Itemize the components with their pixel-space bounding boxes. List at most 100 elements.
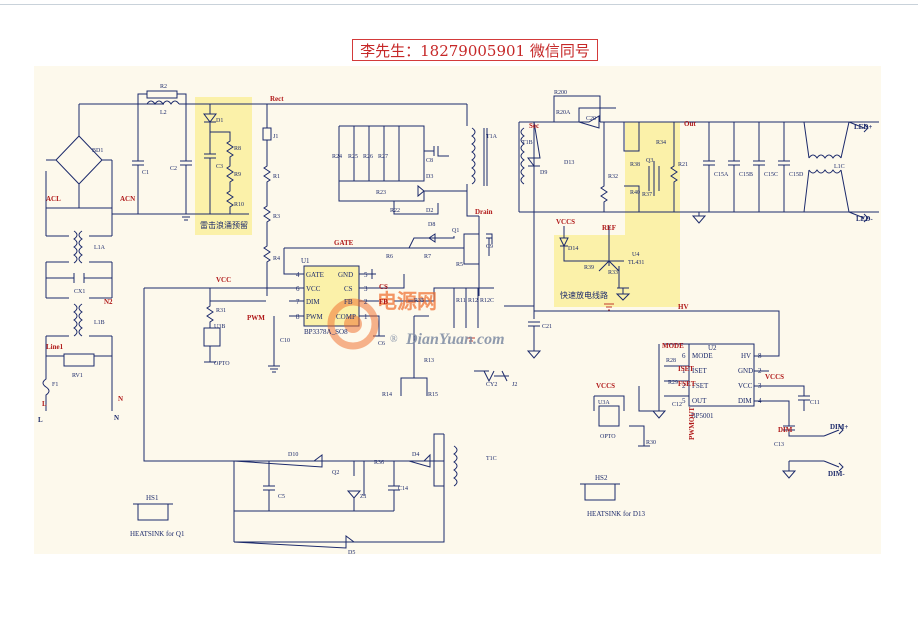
surge-highlight-region	[195, 97, 252, 235]
net-vcc: VCC	[216, 276, 231, 284]
u2-pin-dim: DIM	[738, 397, 752, 405]
schematic-sheet: 电源网 DianYuan.com ® U1 GATE VCC DIM PWM G…	[34, 66, 881, 556]
label-c14: C14	[398, 486, 408, 492]
label-r24: R24	[332, 154, 342, 160]
label-f1: F1	[52, 382, 58, 388]
label-r36: R36	[374, 460, 384, 466]
label-j2: J2	[512, 382, 517, 388]
label-r14: R14	[382, 392, 392, 398]
label-z1: Z1	[360, 494, 367, 500]
net-out: Out	[684, 120, 696, 128]
label-r21: R21	[678, 162, 688, 168]
u1-pin-gate: GATE	[306, 271, 324, 279]
u2-pin-out: OUT	[692, 397, 707, 405]
label-r10: R10	[234, 202, 244, 208]
watermark-cn: 电源网	[377, 290, 437, 313]
label-r25: R25	[348, 154, 358, 160]
schematic-diagram: 电源网 DianYuan.com ® U1 GATE VCC DIM PWM G…	[38, 84, 879, 556]
annotation-heatsink-q1: HEATSINK for Q1	[130, 530, 185, 538]
net-dim: DIM	[778, 426, 793, 434]
label-cx1: CX1	[74, 289, 85, 295]
label-r35: R35	[414, 298, 424, 304]
label-u3b: U3B	[214, 324, 225, 330]
label-cy2: CY2	[486, 382, 497, 388]
label-d4: D4	[412, 452, 419, 458]
u2-pin-2r: 2	[758, 367, 762, 375]
label-d2: D2	[426, 208, 433, 214]
label-d13: D13	[564, 160, 574, 166]
label-u4: U4	[632, 252, 639, 258]
fast-discharge-region	[554, 235, 680, 307]
label-l1c: L1C	[834, 164, 845, 170]
net-hv: HV	[678, 303, 689, 311]
u1-pin-1: 1	[364, 313, 368, 321]
net-vccs-top: VCCS	[556, 218, 575, 226]
label-t1c: T1C	[486, 456, 497, 462]
net-fset: FSET	[678, 380, 696, 388]
label-r23: R23	[376, 190, 386, 196]
label-q3: Q3	[646, 158, 653, 164]
label-r9: R9	[234, 172, 241, 178]
u1-pin-cs: CS	[344, 285, 353, 293]
u2-pin-gnd: GND	[738, 367, 753, 375]
u1-pin-dim: DIM	[306, 298, 320, 306]
net-ref: REF	[602, 224, 616, 232]
u2-pin-vcc: VCC	[738, 382, 753, 390]
u1-ref: U1	[301, 257, 310, 265]
label-r31: R31	[216, 308, 226, 314]
label-r26: R26	[363, 154, 373, 160]
label-c15a: C15A	[714, 172, 729, 178]
label-d3: D3	[426, 174, 433, 180]
label-r1: R1	[273, 174, 280, 180]
label-r29: R29	[668, 380, 678, 386]
label-hs1: HS1	[146, 494, 159, 502]
label-t1b: T1B	[522, 140, 533, 146]
net-fb: FB	[379, 298, 388, 306]
label-c13: C13	[774, 442, 784, 448]
u1-pin-7: 7	[296, 298, 300, 306]
label-r34: R34	[656, 140, 666, 146]
label-c9: C9	[486, 244, 493, 250]
label-r37: R37	[642, 192, 652, 198]
net-drain: Drain	[475, 208, 493, 216]
u2-pin-iset: ISET	[692, 367, 708, 375]
label-c12: C12	[672, 402, 682, 408]
u2-pin-5: 5	[682, 397, 686, 405]
label-l1b: L1B	[94, 320, 105, 326]
u2-pin-6: 6	[682, 352, 686, 360]
annotation-surge: 雷击浪涌预留	[200, 220, 248, 230]
label-r39: R39	[584, 265, 594, 271]
net-gate: GATE	[334, 239, 354, 247]
net-cs: CS	[379, 283, 388, 291]
terminal-n: N	[114, 414, 119, 422]
label-r200: R200	[554, 90, 567, 96]
u2-pin-2: 2	[682, 382, 686, 390]
annotation-fast-discharge: 快速放电线路	[560, 290, 608, 300]
label-r20a: R20A	[556, 110, 571, 116]
label-r15: R15	[428, 392, 438, 398]
net-pwm: PWM	[247, 314, 265, 322]
label-r40: R40	[630, 190, 640, 196]
label-d5: D5	[348, 550, 355, 554]
label-c11: C11	[810, 400, 820, 406]
u2-pin-mode: MODE	[692, 352, 713, 360]
label-rv1: RV1	[72, 373, 83, 379]
label-j1: J1	[273, 134, 278, 140]
label-r5: R5	[456, 262, 463, 268]
label-q1: Q1	[452, 228, 459, 234]
net-mode: MODE	[662, 342, 684, 350]
label-c6: C6	[378, 341, 385, 347]
label-tl431: TL431	[628, 260, 644, 266]
u1-pin-gnd: GND	[338, 271, 353, 279]
u2-pin-1: 1	[682, 367, 686, 375]
net-l: L	[42, 400, 47, 408]
u2-pin-4: 4	[758, 397, 762, 405]
label-l2: L2	[160, 110, 167, 116]
u1-pin-vcc: VCC	[306, 285, 321, 293]
label-r32: R32	[608, 174, 618, 180]
u2-ref: U2	[708, 344, 717, 352]
label-hs2: HS2	[595, 474, 608, 482]
u2-pin-fset: FSET	[692, 382, 709, 390]
label-t1a: T1A	[486, 134, 498, 140]
label-r11: R11	[456, 298, 466, 304]
